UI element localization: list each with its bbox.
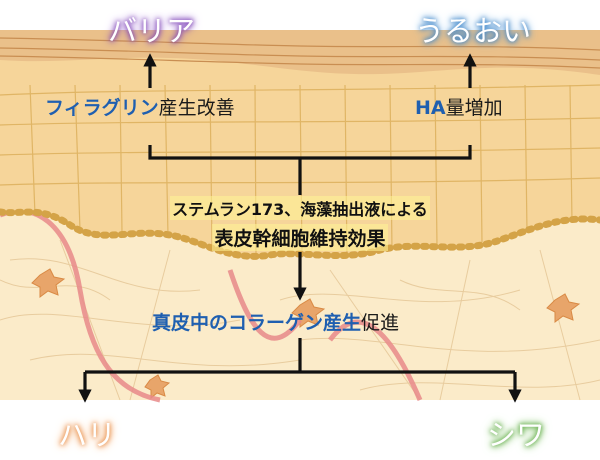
flow-arrows [78, 53, 522, 403]
collagen-term: 真皮中のコラーゲン産生 [152, 312, 362, 334]
filaggrin-effect: フィラグリン産生改善 [45, 93, 235, 120]
barrier-label: バリア [108, 14, 196, 48]
ha-rest: 量増加 [445, 97, 503, 119]
filaggrin-rest: 産生改善 [158, 97, 235, 119]
collagen-fibers [0, 239, 600, 401]
stratum-corneum [0, 30, 600, 75]
collagen-effect: 真皮中のコラーゲン産生促進 [152, 308, 399, 335]
ingredient-line: ステムラン173、海藻抽出液による [170, 196, 430, 220]
collagen-rest: 促進 [361, 312, 400, 334]
ha-term: HA [415, 97, 446, 119]
moisture-label: うるおい [415, 14, 532, 48]
wrinkle-label: シワ [487, 418, 546, 452]
effect-line: 表皮幹細胞維持効果 [212, 224, 388, 251]
ha-effect: HA量増加 [415, 93, 503, 120]
filaggrin-term: フィラグリン [45, 97, 159, 119]
fibroblasts [31, 268, 581, 400]
firmness-label: ハリ [58, 418, 117, 452]
stem-cell-effect: ステムラン173、海藻抽出液による 表皮幹細胞維持効果 [150, 196, 450, 251]
basal-layer [0, 208, 600, 260]
